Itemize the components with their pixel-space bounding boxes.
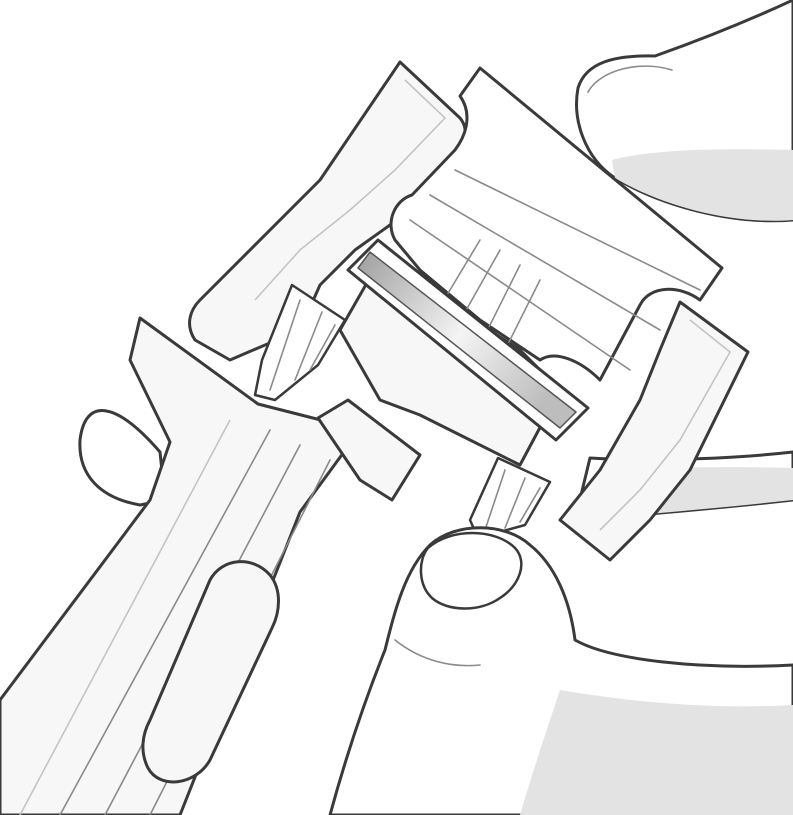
right-clamp bbox=[470, 458, 550, 538]
bottom-thumb bbox=[330, 528, 793, 815]
right-clamp-outline bbox=[470, 458, 550, 538]
bottom-thumb-shadow bbox=[520, 690, 793, 815]
